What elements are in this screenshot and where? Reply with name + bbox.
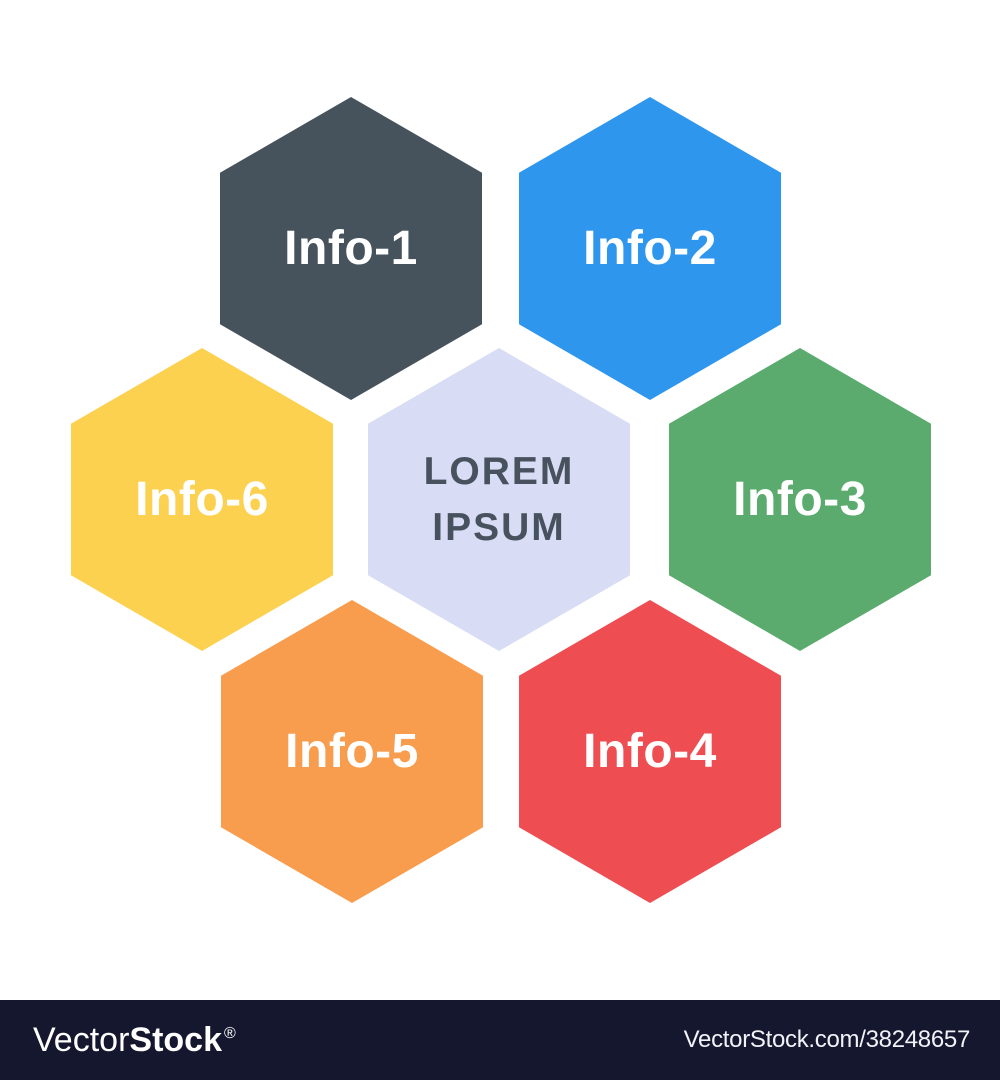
hexagon-info-4: Info-4 (519, 600, 781, 903)
registered-mark: ® (223, 1025, 236, 1042)
hexagon-info-4-label: Info-4 (583, 724, 717, 778)
logo-text-bold: Stock (129, 1021, 222, 1059)
hexagon-info-5-label: Info-5 (285, 724, 419, 778)
hexagon-info-2-label: Info-2 (583, 221, 717, 275)
hexagon-info-1: Info-1 (220, 97, 482, 400)
hexagon-info-6: Info-6 (71, 348, 333, 651)
hexagon-info-3: Info-3 (669, 348, 931, 651)
center-title: LOREM IPSUM (424, 444, 575, 556)
hexagon-info-3-label: Info-3 (733, 472, 867, 526)
hexagon-info-2: Info-2 (519, 97, 781, 400)
vectorstock-logo: VectorStock® (33, 1023, 236, 1057)
center-title-line-1: LOREM (423, 449, 575, 493)
watermark-bar: VectorStock® VectorStock.com/38248657 (0, 1000, 1000, 1080)
hexagon-center: LOREM IPSUM (368, 348, 630, 651)
hexagon-info-1-label: Info-1 (284, 221, 418, 275)
watermark-url: VectorStock.com/38248657 (683, 1026, 971, 1053)
center-title-line-2: IPSUM (432, 505, 566, 549)
hexagon-info-6-label: Info-6 (135, 472, 269, 526)
logo-text-light: Vector (33, 1021, 130, 1059)
hexagon-info-5: Info-5 (221, 600, 483, 903)
